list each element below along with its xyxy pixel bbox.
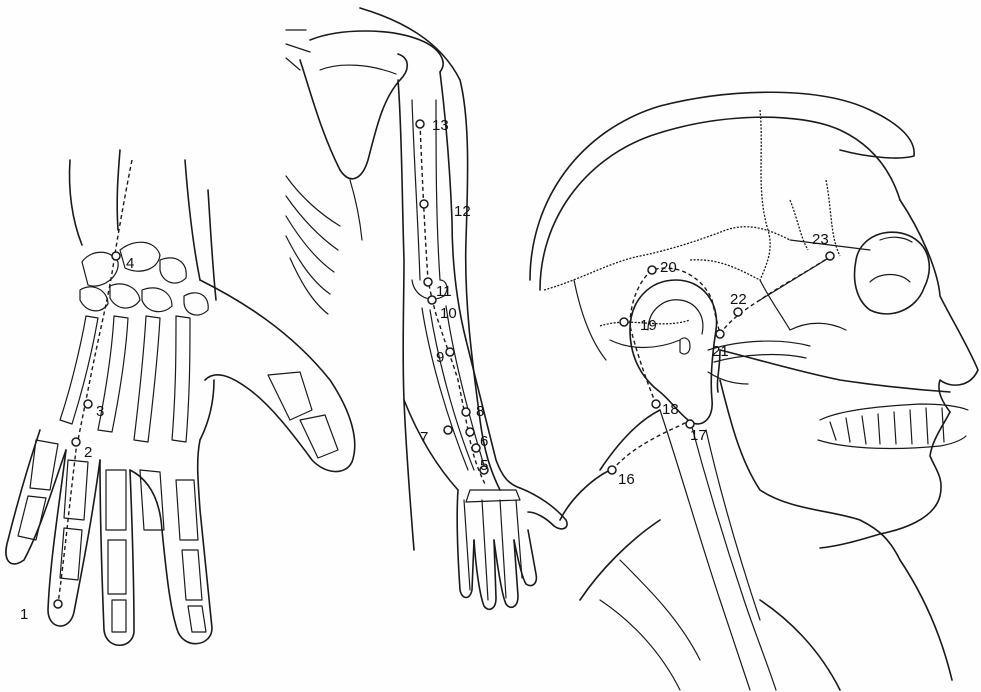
acupoint-10	[428, 296, 436, 304]
acupoint-label-10: 10	[440, 305, 457, 322]
acupoint-19	[620, 318, 628, 326]
acupoint-18	[652, 400, 660, 408]
acupoint-1	[54, 600, 62, 608]
acupoint-7	[444, 426, 452, 434]
acupoint-9-arm	[446, 348, 454, 356]
acupoint-label-13: 13	[432, 117, 449, 134]
acupoint-label-1: 1	[20, 606, 28, 623]
acupoint-label-2: 2	[84, 444, 92, 461]
acupoint-label-16: 16	[618, 471, 635, 488]
acupoint-21	[716, 330, 724, 338]
acupoint-label-12: 12	[454, 203, 471, 220]
acupoint-label-7: 7	[420, 429, 428, 446]
hand-panel: 1 2 3 4	[6, 150, 355, 645]
acupoint-13	[416, 120, 424, 128]
acupoint-label-6: 6	[480, 433, 488, 450]
acupoint-12	[420, 200, 428, 208]
acupoint-22	[734, 308, 742, 316]
acupoint-23	[826, 252, 834, 260]
acupoint-11	[424, 278, 432, 286]
acupoint-label-23: 23	[812, 231, 829, 248]
acupoint-6a	[466, 428, 474, 436]
acupoint-6	[472, 444, 480, 452]
acupoint-label-11: 11	[436, 283, 452, 300]
acupoint-3	[84, 400, 92, 408]
acupoint-label-19: 19	[640, 317, 657, 334]
acupoint-16	[608, 466, 616, 474]
acupoint-label-8: 8	[476, 403, 484, 420]
acupoint-label-5: 5	[480, 457, 488, 474]
acupoint-8	[462, 408, 470, 416]
acupoint-label-22: 22	[730, 291, 747, 308]
acupoint-label-3: 3	[96, 403, 104, 420]
arm-panel: 13 12 11 10 9 8 7 6 5	[286, 8, 567, 609]
acupoint-2	[72, 438, 80, 446]
acupoint-label-18: 18	[662, 401, 679, 418]
acupoint-label-17: 17	[690, 427, 707, 444]
acupoint-label-4: 4	[126, 255, 134, 272]
acupoint-20	[648, 266, 656, 274]
acupoint-label-20: 20	[660, 259, 677, 276]
acupoint-label-21: 21	[712, 343, 729, 360]
acupoint-label-9-arm: 9	[436, 349, 444, 366]
head-panel: 16 17 18 19 20 21 22 23	[530, 92, 978, 690]
acupoint-4	[112, 252, 120, 260]
